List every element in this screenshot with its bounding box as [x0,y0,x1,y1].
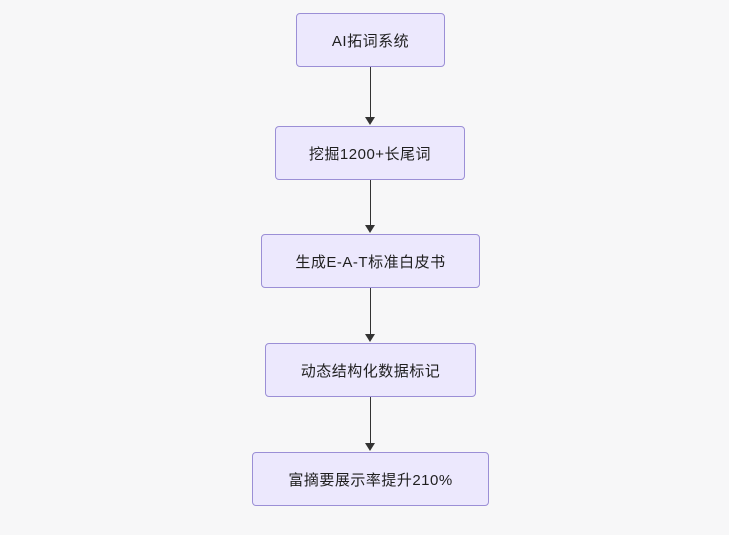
flow-node-label: AI拓词系统 [331,32,410,50]
arrow-head-icon [365,225,375,233]
flow-node-ai-keyword-system[interactable]: AI拓词系统 [296,13,445,67]
flow-edge-2 [370,288,371,335]
flow-node-eat-whitepaper[interactable]: 生成E-A-T标准白皮书 [261,234,480,288]
flow-node-label: 动态结构化数据标记 [300,362,441,380]
flow-node-label: 挖掘1200+长尾词 [308,145,432,163]
flow-node-label: 富摘要展示率提升210% [288,471,453,489]
arrow-head-icon [365,443,375,451]
flow-node-structured-data-markup[interactable]: 动态结构化数据标记 [265,343,476,397]
flow-edge-0 [370,67,371,118]
flow-edge-1 [370,180,371,226]
flow-node-longtail-keywords[interactable]: 挖掘1200+长尾词 [275,126,465,180]
arrow-head-icon [365,117,375,125]
flow-node-label: 生成E-A-T标准白皮书 [295,253,446,271]
flow-node-rich-snippet-result[interactable]: 富摘要展示率提升210% [252,452,489,506]
arrow-head-icon [365,334,375,342]
flow-edge-3 [370,397,371,444]
